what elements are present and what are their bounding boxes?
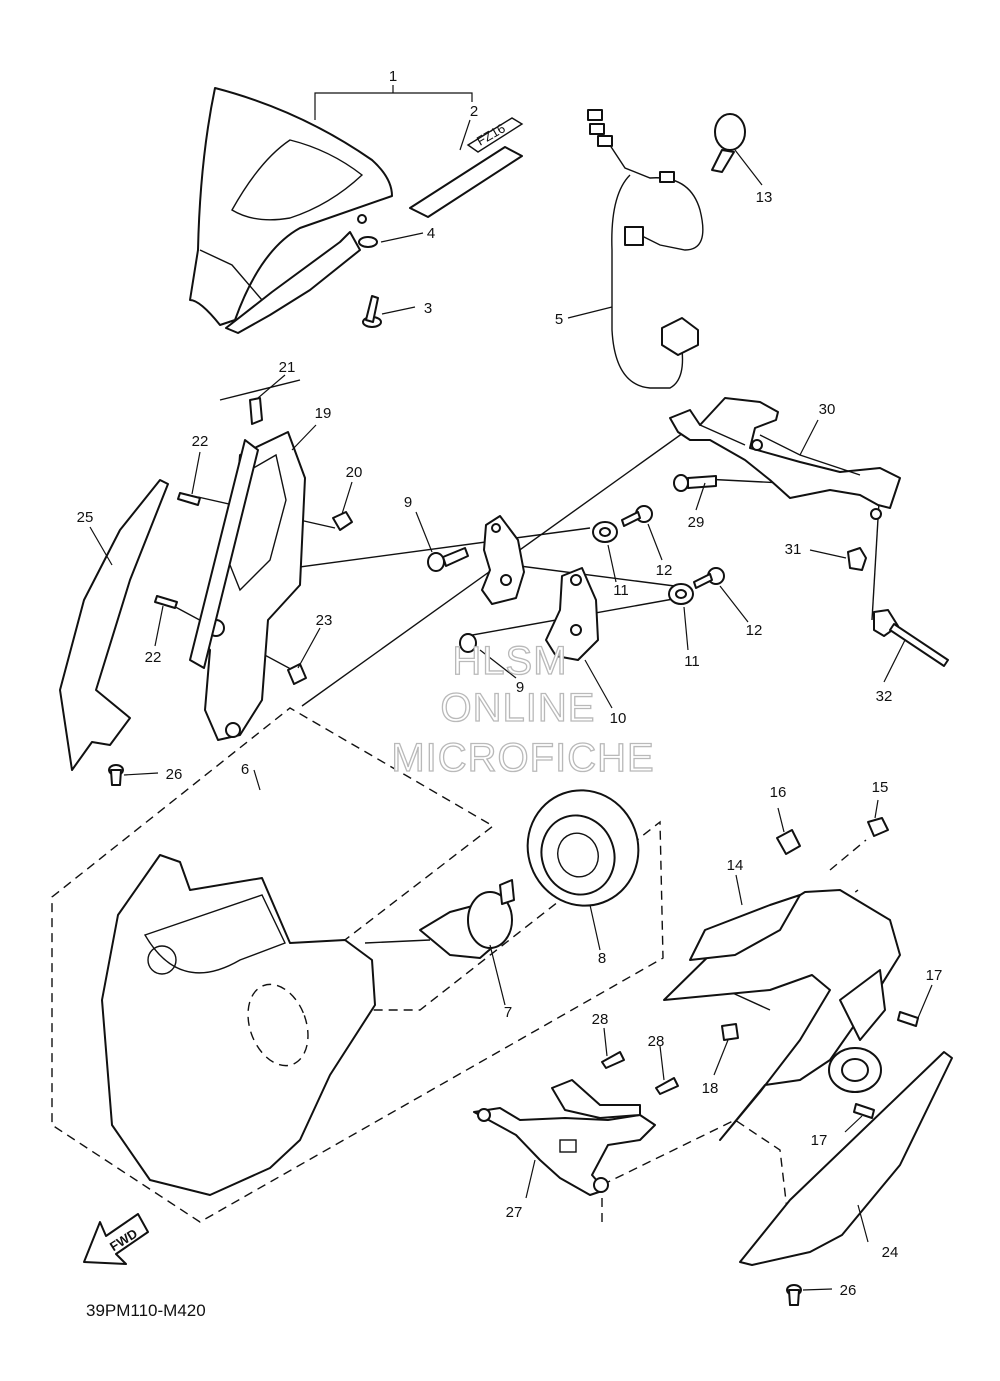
callout-17-upper: 17	[926, 967, 943, 984]
bolt-26-upper	[108, 764, 124, 786]
callout-12-upper: 12	[656, 562, 673, 579]
side-cowl-left-25	[59, 479, 169, 771]
mount-plate-10	[481, 515, 599, 661]
cover-right-link	[829, 839, 867, 871]
screws-28	[601, 1051, 679, 1095]
wire-harness-part	[587, 109, 704, 389]
washer-4	[358, 236, 378, 248]
callout-4: 4	[427, 225, 435, 242]
front-cowl-right-14	[663, 889, 901, 1141]
side-cowl-right-24	[739, 1051, 953, 1266]
callout-21: 21	[279, 359, 296, 376]
callout-2: 2	[470, 103, 478, 120]
callout-31: 31	[785, 541, 802, 558]
headlight-bulb-7	[419, 879, 515, 959]
nut-20	[332, 511, 353, 531]
bolts-17	[853, 1011, 919, 1119]
watermark: HLSM ONLINE MICROFICHE	[391, 638, 655, 780]
callout-30: 30	[819, 401, 836, 418]
callout-29: 29	[688, 514, 705, 531]
cable-clip-13	[711, 113, 746, 173]
callout-3: 3	[424, 300, 432, 317]
headlight-unit-6	[101, 854, 376, 1196]
nut-23	[287, 663, 307, 685]
stay-bracket-part	[669, 397, 901, 520]
leader-lines	[89, 119, 933, 1291]
watermark-line-1: HLSM	[452, 639, 567, 683]
callout-28-left: 28	[592, 1011, 609, 1028]
callout-26-lower: 26	[840, 1282, 857, 1299]
nut-18	[721, 1023, 739, 1041]
callout-20: 20	[346, 464, 363, 481]
clip-21	[249, 397, 263, 425]
callout-14: 14	[727, 857, 744, 874]
cable-tie-32	[873, 609, 949, 667]
diagram-code: 39PM110-M420	[86, 1301, 206, 1320]
screw-3	[362, 295, 382, 328]
callout-8: 8	[598, 950, 606, 967]
callout-26-upper: 26	[166, 766, 183, 783]
bolt-31	[847, 547, 867, 571]
bulb-holder-ring-8	[526, 789, 640, 907]
callout-23: 23	[316, 612, 333, 629]
fwd-arrow: FWD	[83, 1213, 149, 1265]
bolt-29	[673, 474, 717, 492]
nut-15	[867, 817, 889, 837]
callout-25: 25	[77, 509, 94, 526]
headlight-assembly-outline	[51, 707, 664, 1223]
callout-5: 5	[555, 311, 563, 328]
clip-16	[776, 829, 801, 855]
callout-18: 18	[702, 1080, 719, 1097]
callout-11-lower: 11	[684, 653, 700, 670]
callout-32: 32	[876, 688, 893, 705]
watermark-line-2: ONLINE	[441, 686, 596, 730]
callout-10: 10	[610, 710, 627, 727]
watermark-line-3: MICROFICHE	[391, 736, 654, 780]
grommets-11	[592, 521, 694, 605]
callout-6: 6	[241, 761, 249, 778]
callout-22-upper: 22	[192, 433, 209, 450]
callout-13: 13	[756, 189, 773, 206]
callout-9-upper: 9	[404, 494, 412, 511]
lower-bracket-27	[473, 1079, 656, 1196]
callout-labels: 1 2 3 4 5 6 7 8 9 9 10 11 11 12 12 13 14…	[77, 68, 943, 1299]
callout-16: 16	[770, 784, 787, 801]
callout-28-right: 28	[648, 1033, 665, 1050]
callout-24: 24	[882, 1244, 899, 1261]
callout-1: 1	[389, 68, 397, 85]
callout-9-lower: 9	[516, 679, 524, 696]
callout-27: 27	[506, 1204, 523, 1221]
bolts-9	[427, 547, 477, 653]
inner-cover-19	[189, 431, 306, 741]
callout-15: 15	[872, 779, 889, 796]
screws-12	[621, 505, 725, 589]
bolts-22	[154, 492, 201, 609]
callout-7: 7	[504, 1004, 512, 1021]
callout-17-lower: 17	[811, 1132, 828, 1149]
callout-12-lower: 12	[746, 622, 763, 639]
decal-part: FZ16	[409, 117, 524, 218]
callout-22-lower: 22	[145, 649, 162, 666]
bolt-26-lower	[786, 1284, 802, 1306]
callout-1-bracket	[314, 85, 473, 120]
visor-part	[189, 87, 393, 334]
callout-19: 19	[315, 405, 332, 422]
callout-11-upper: 11	[613, 582, 629, 599]
